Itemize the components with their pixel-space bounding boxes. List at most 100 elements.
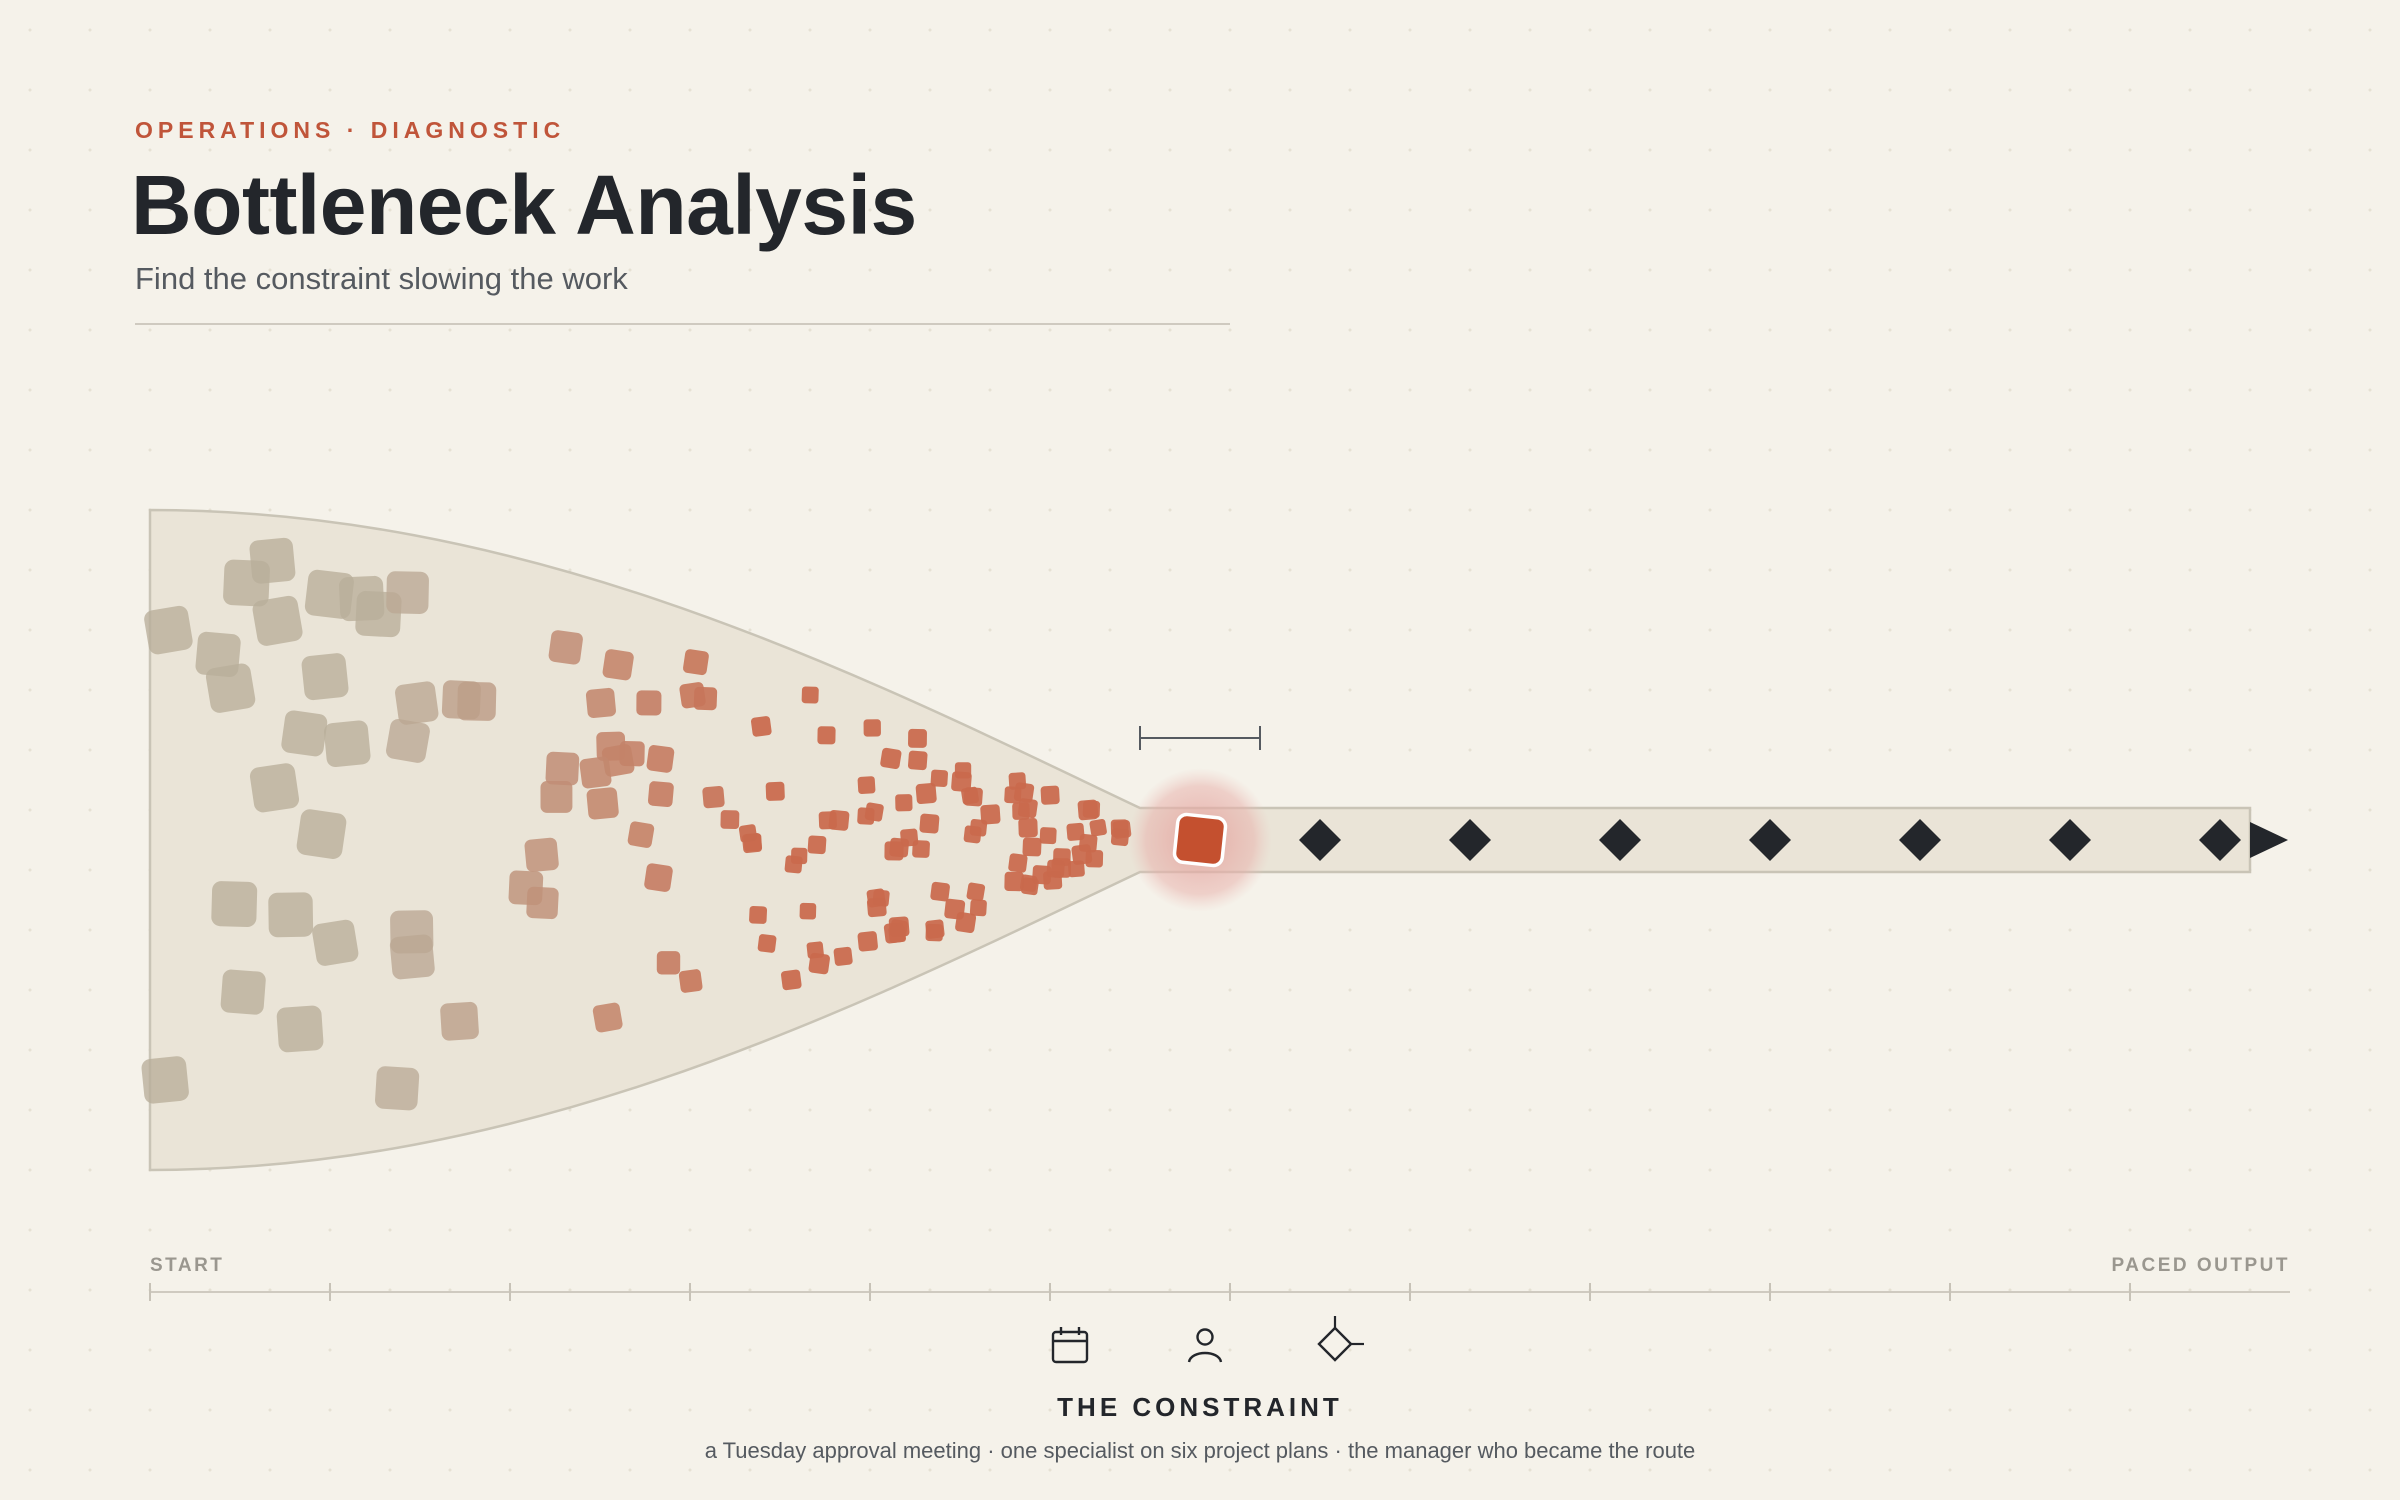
queued-work-item: [386, 571, 429, 614]
queued-work-item: [863, 719, 881, 737]
output-flow: [1299, 819, 2241, 861]
capacity-bracket: [1139, 726, 1261, 750]
queued-work-item: [375, 1066, 420, 1111]
queued-work-item: [252, 595, 303, 646]
decision-diamond-icon: [1317, 1316, 1364, 1362]
queued-work-item: [644, 863, 673, 892]
queued-work-item: [1039, 827, 1057, 845]
queued-work-item: [955, 912, 977, 933]
queued-work-item: [205, 663, 256, 713]
queued-work-item: [540, 780, 573, 813]
constraint-node: [1172, 812, 1228, 868]
queued-work-item: [440, 1001, 479, 1041]
queued-work-item: [907, 750, 928, 771]
queued-work-item: [720, 810, 740, 830]
output-item: [1299, 819, 1341, 861]
queued-work-item: [807, 835, 827, 855]
queued-work-item: [1078, 833, 1098, 853]
output-item: [1899, 819, 1941, 861]
queued-work-item: [919, 813, 940, 834]
output-item: [2049, 819, 2091, 861]
queued-work-item: [980, 804, 1001, 825]
queued-work-item: [1004, 786, 1022, 804]
queued-work-item: [390, 910, 434, 954]
queued-work-item: [818, 811, 837, 830]
queued-work-item: [545, 751, 580, 786]
axis-start-label: START: [150, 1255, 225, 1276]
queued-work-item: [781, 969, 802, 991]
header: OPERATIONS · DIAGNOSTIC Bottleneck Analy…: [131, 115, 1230, 325]
constraint-icons: [1040, 1316, 1370, 1380]
queued-work-item: [784, 855, 803, 874]
queued-work-item: [817, 726, 836, 745]
queued-work-item: [884, 841, 904, 861]
queued-work-item: [1012, 802, 1030, 820]
queued-work-item: [1008, 772, 1027, 790]
queued-work-item: [757, 934, 777, 953]
queued-work-item: [586, 787, 619, 820]
eyebrow-label: OPERATIONS · DIAGNOSTIC: [135, 117, 566, 143]
queued-work-item: [866, 897, 887, 918]
calendar-icon: [1051, 1327, 1089, 1364]
queued-work-item: [1008, 853, 1028, 873]
queued-work-items: [141, 537, 1132, 1111]
queued-work-item: [223, 559, 270, 607]
queued-work-item: [579, 756, 612, 789]
queued-work-item: [268, 892, 314, 938]
queued-work-item: [548, 630, 583, 665]
output-item: [1599, 819, 1641, 861]
caption-title: THE CONSTRAINT: [1057, 1392, 1343, 1422]
queued-work-item: [323, 720, 371, 768]
queued-work-item: [702, 785, 725, 809]
queued-work-item: [301, 653, 349, 701]
queued-work-item: [601, 744, 635, 777]
header-divider: [135, 323, 1230, 325]
queued-work-item: [888, 925, 907, 944]
queued-work-item: [1040, 785, 1060, 805]
queued-work-item: [636, 690, 662, 716]
queued-work-item: [220, 969, 266, 1015]
queued-work-item: [930, 769, 949, 788]
queued-work-item: [592, 1002, 623, 1033]
queued-work-item: [602, 649, 634, 681]
queued-work-item: [1022, 837, 1042, 857]
queued-work-item: [864, 802, 884, 822]
queued-work-item: [249, 763, 300, 813]
queued-work-item: [895, 794, 913, 812]
queued-work-item: [750, 716, 772, 737]
page-title: Bottleneck Analysis: [131, 158, 917, 252]
queued-work-item: [679, 682, 706, 709]
queued-work-item: [966, 882, 986, 902]
output-arrow-icon: [2250, 822, 2288, 858]
queued-work-item: [765, 781, 785, 801]
queued-work-item: [141, 1056, 189, 1104]
queued-work-item: [1004, 871, 1024, 892]
queued-work-item: [276, 1005, 324, 1053]
queued-work-item: [524, 837, 559, 872]
queued-work-item: [526, 886, 559, 920]
queued-work-item: [915, 782, 937, 805]
queued-work-item: [627, 821, 655, 848]
queued-work-item: [930, 881, 950, 902]
queued-work-item: [880, 747, 902, 770]
queued-work-item: [312, 919, 359, 966]
queued-work-item: [395, 681, 439, 725]
output-item: [1449, 819, 1491, 861]
queued-work-item: [386, 718, 430, 763]
queued-work-item: [857, 776, 876, 795]
queued-work-item: [738, 824, 758, 843]
queued-work-item: [1066, 822, 1085, 841]
queued-work-item: [857, 931, 878, 952]
queued-work-item: [144, 605, 193, 655]
queued-work-item: [900, 828, 919, 847]
queued-work-item: [211, 881, 258, 927]
queued-work-item: [969, 899, 987, 917]
queued-work-item: [833, 946, 853, 966]
queued-work-item: [1077, 799, 1099, 821]
queued-work-item: [1067, 860, 1085, 878]
page-subtitle: Find the constraint slowing the work: [135, 261, 628, 296]
queued-work-item: [683, 649, 709, 676]
queued-work-item: [1018, 818, 1038, 838]
caption-subtitle: a Tuesday approval meeting · one special…: [704, 1438, 1696, 1463]
